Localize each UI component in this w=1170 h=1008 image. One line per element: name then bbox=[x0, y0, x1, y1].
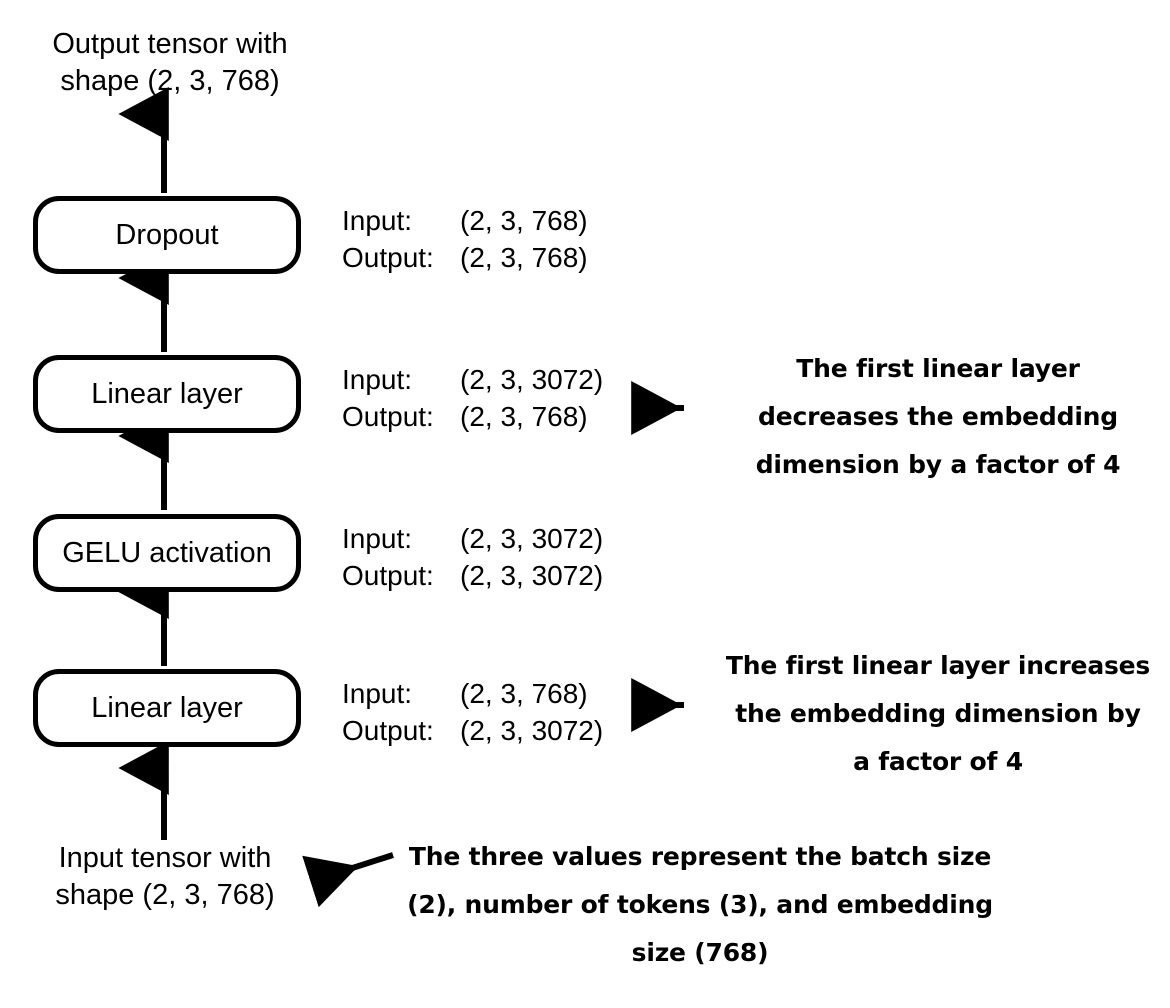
io-spec-linear-layer-2-input-key: Input: bbox=[342, 364, 413, 395]
annotation-increase: The first linear layer increases the emb… bbox=[725, 651, 1151, 776]
input-tensor-caption: Input tensor with shape (2, 3, 768) bbox=[55, 842, 275, 912]
annotation-decrease: The first linear layer decreases the emb… bbox=[755, 354, 1121, 479]
node-gelu-activation[interactable]: GELU activation bbox=[33, 514, 301, 592]
io-spec-linear-layer-1-output-key: Output: bbox=[342, 715, 434, 747]
io-spec-gelu-activation-output-value: (2, 3, 3072) bbox=[460, 560, 604, 592]
output-tensor-caption: Output tensor with shape (2, 3, 768) bbox=[52, 28, 288, 98]
io-spec-gelu-activation-input-key: Input: bbox=[342, 523, 413, 554]
node-linear-layer-1[interactable]: Linear layer bbox=[33, 669, 301, 747]
arrow-callout-shape-meaning bbox=[302, 852, 394, 908]
io-spec-linear-layer-1-output-row: Output: (2, 3, 3072) bbox=[342, 712, 603, 749]
io-spec-dropout-input-value: (2, 3, 768) bbox=[460, 205, 588, 236]
io-spec-linear-layer-2-output-value: (2, 3, 768) bbox=[460, 401, 588, 433]
node-gelu-activation-label: GELU activation bbox=[62, 536, 272, 569]
io-spec-gelu-activation-output-row: Output: (2, 3, 3072) bbox=[342, 557, 603, 594]
io-spec-linear-layer-1-input-key: Input: bbox=[342, 678, 413, 709]
io-spec-linear-layer-1: Input: (2, 3, 768) Output: (2, 3, 3072) bbox=[342, 675, 603, 749]
io-spec-dropout-output-value: (2, 3, 768) bbox=[460, 242, 588, 274]
io-spec-linear-layer-1-input-value: (2, 3, 768) bbox=[460, 678, 588, 709]
io-spec-dropout-input-row: Input: (2, 3, 768) bbox=[342, 202, 588, 239]
node-linear-layer-2[interactable]: Linear layer bbox=[33, 355, 301, 433]
io-spec-linear-layer-1-output-value: (2, 3, 3072) bbox=[460, 715, 604, 747]
io-spec-dropout-output-row: Output: (2, 3, 768) bbox=[342, 239, 588, 276]
io-spec-linear-layer-2-input-value: (2, 3, 3072) bbox=[460, 364, 604, 395]
node-linear-layer-2-label: Linear layer bbox=[91, 377, 243, 410]
io-spec-dropout: Input: (2, 3, 768) Output: (2, 3, 768) bbox=[342, 202, 588, 276]
io-spec-linear-layer-2-output-key: Output: bbox=[342, 401, 434, 433]
node-dropout[interactable]: Dropout bbox=[33, 196, 301, 274]
annotation-shape-meaning: The three values represent the batch siz… bbox=[407, 842, 993, 967]
io-spec-linear-layer-2-output-row: Output: (2, 3, 768) bbox=[342, 398, 603, 435]
node-dropout-label: Dropout bbox=[115, 218, 219, 251]
node-linear-layer-1-label: Linear layer bbox=[91, 691, 243, 724]
io-spec-gelu-activation-input-row: Input: (2, 3, 3072) bbox=[342, 520, 603, 557]
io-spec-gelu-activation-output-key: Output: bbox=[342, 560, 434, 592]
io-spec-linear-layer-2-input-row: Input: (2, 3, 3072) bbox=[342, 361, 603, 398]
io-spec-gelu-activation: Input: (2, 3, 3072) Output: (2, 3, 3072) bbox=[342, 520, 603, 594]
io-spec-gelu-activation-input-value: (2, 3, 3072) bbox=[460, 523, 604, 554]
io-spec-dropout-output-key: Output: bbox=[342, 242, 434, 274]
io-spec-dropout-input-key: Input: bbox=[342, 205, 413, 236]
io-spec-linear-layer-1-input-row: Input: (2, 3, 768) bbox=[342, 675, 603, 712]
io-spec-linear-layer-2: Input: (2, 3, 3072) Output: (2, 3, 768) bbox=[342, 361, 603, 435]
